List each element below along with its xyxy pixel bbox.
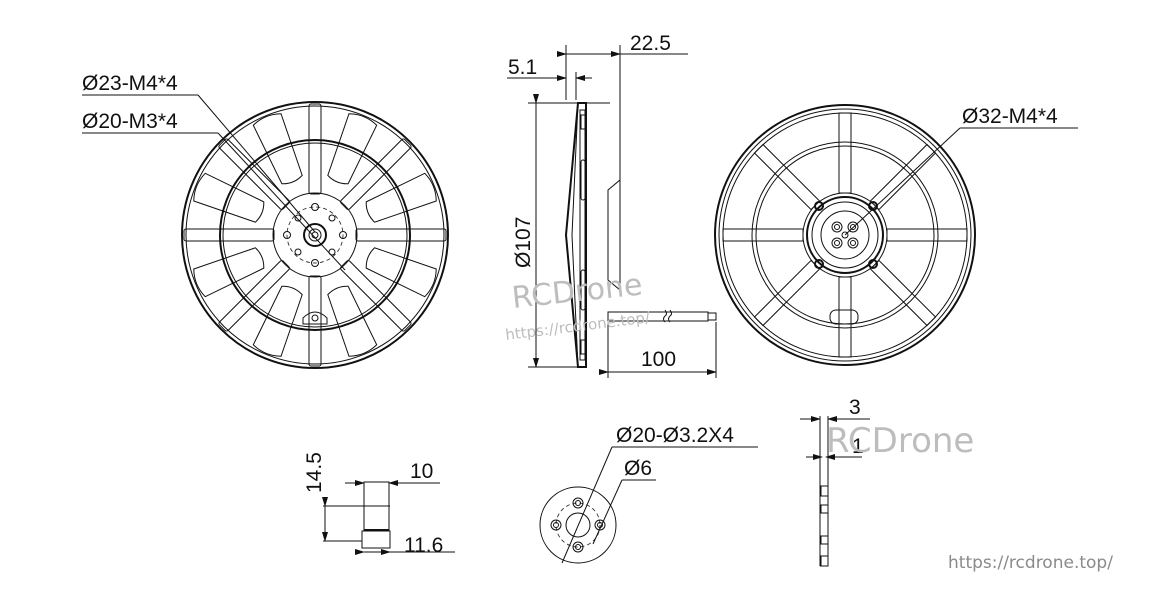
label-pcd-m4: Ø23-M4*4 [82, 72, 178, 95]
front-hub-holes [283, 203, 347, 267]
label-pcd-m3: Ø20-M3*4 [82, 110, 178, 133]
side-view: 22.5 5.1 Ø107 100 [507, 32, 717, 378]
front-view: Ø23-M4*4 Ø20-M3*4 [82, 72, 449, 369]
watermark-brand-center: RCDrone [510, 267, 644, 315]
dim-width-total: 22.5 [630, 32, 671, 55]
dim-shaft-length: 100 [641, 348, 676, 371]
shaft-detail: 14.5 10 11.6 [303, 452, 455, 557]
dim-plate-outer: 3 [849, 396, 861, 419]
plate-section: 3 1 [800, 396, 870, 567]
label-adapter-holes: Ø20-Ø3.2X4 [616, 424, 734, 447]
rear-view: Ø32-M4*4 [714, 104, 1078, 366]
label-adapter-center: Ø6 [624, 457, 652, 480]
dim-plate-inner: 1 [852, 435, 864, 458]
label-rear-pcd: Ø32-M4*4 [962, 105, 1058, 128]
dim-width-small: 5.1 [508, 56, 537, 79]
dim-shaft-height: 14.5 [303, 452, 326, 493]
front-windows [193, 113, 437, 357]
dim-shaft-outer-width: 11.6 [404, 534, 443, 557]
front-spokes [183, 103, 447, 367]
rear-hub-holes [814, 201, 878, 269]
dim-diameter: Ø107 [512, 217, 535, 268]
dim-shaft-inner-width: 10 [410, 460, 433, 483]
adapter-plate: Ø20-Ø3.2X4 Ø6 [539, 424, 758, 564]
watermark-url-corner: https://rcdrone.top/ [948, 553, 1113, 573]
watermark-brand-right: RCDrone [826, 421, 974, 461]
